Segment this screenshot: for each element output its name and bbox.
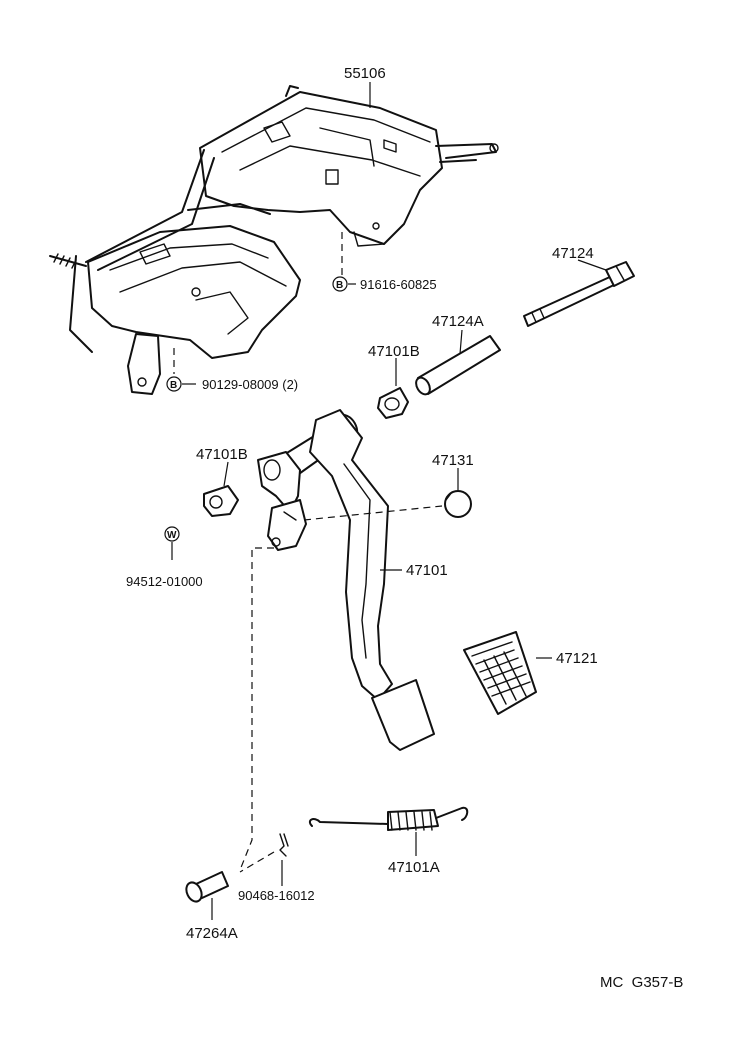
label-47131: 47131 [432, 452, 474, 469]
pedal-arm [257, 409, 435, 751]
label-47101B-right: 47101B [368, 343, 420, 360]
bolt-b-symbol-lower: B [166, 376, 182, 392]
diagram-code: MC G357-B [600, 974, 683, 991]
label-47124: 47124 [552, 245, 594, 262]
leader-47101B-left [223, 461, 229, 487]
clevis-clip [279, 833, 289, 857]
label-91616-60825: 91616-60825 [360, 277, 437, 292]
bushing-right [377, 387, 409, 419]
dash-clip [239, 851, 275, 873]
washer-w-symbol: W [164, 526, 180, 542]
label-47101B-left: 47101B [196, 446, 248, 463]
pedal-bracket [49, 85, 499, 395]
dash-pin [239, 547, 274, 871]
return-spring [308, 806, 469, 831]
leader-47124A [459, 329, 463, 355]
label-94512-01000: 94512-01000 [126, 574, 203, 589]
pivot-bolt [523, 261, 635, 327]
svg-text:B: B [336, 280, 343, 291]
label-47124A: 47124A [432, 313, 484, 330]
bolt-b-symbol-upper: B [332, 276, 348, 292]
svg-text:B: B [170, 380, 177, 391]
leader-47124 [577, 259, 607, 271]
bushing-left [203, 485, 239, 517]
clevis-pin [185, 871, 229, 903]
label-47264A: 47264A [186, 925, 238, 942]
svg-text:W: W [167, 530, 177, 541]
label-55106: 55106 [344, 65, 386, 82]
label-47121: 47121 [556, 650, 598, 667]
label-47101: 47101 [406, 562, 448, 579]
pedal-pad [463, 631, 537, 715]
stopper-cushion [444, 490, 472, 518]
label-47101A: 47101A [388, 859, 440, 876]
label-90468-16012: 90468-16012 [238, 888, 315, 903]
pivot-collar [415, 335, 501, 396]
label-90129-08009: 90129-08009 (2) [202, 377, 298, 392]
